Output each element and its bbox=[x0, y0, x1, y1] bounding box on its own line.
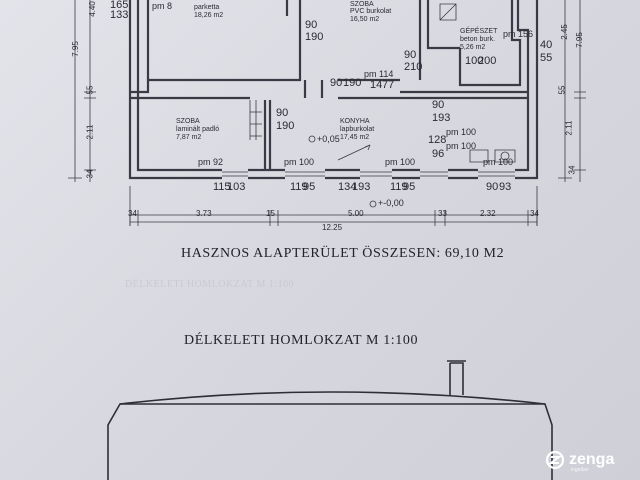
faint-ghost-text: DÉLKELETI HOMLOKZAT M 1:100 bbox=[125, 279, 295, 290]
room-finish-top-mid: PVC burkolat bbox=[350, 8, 392, 15]
dim-right-5: 34 bbox=[567, 165, 577, 175]
room-name-top-mid: SZOBA bbox=[350, 1, 374, 8]
elevation-roof bbox=[107, 403, 553, 480]
room-area-szoba-bottom: 7,87 m2 bbox=[176, 134, 202, 141]
dim-left-4: 2.11 bbox=[85, 124, 95, 140]
pm-label-2: pm 92 bbox=[198, 157, 224, 167]
pm-label-4: pm 100 bbox=[385, 157, 416, 167]
zenga-logo-text: zenga bbox=[569, 451, 615, 468]
partition-szoba-konyha bbox=[263, 100, 272, 170]
opening-o11-a: 115 bbox=[213, 181, 231, 193]
mid-wall-center bbox=[303, 78, 400, 100]
inner-wall-left-room bbox=[136, 0, 530, 172]
mid-wall-right bbox=[400, 0, 528, 100]
opening-o6-b: 190 bbox=[276, 120, 295, 132]
opening-o3-b: 210 bbox=[404, 61, 423, 73]
mid-wall-top-room bbox=[148, 0, 302, 82]
opening-o9-a: 90 bbox=[432, 99, 445, 111]
opening-o15-b: 93 bbox=[499, 181, 512, 193]
level-label-2: +-0,00 bbox=[378, 198, 404, 208]
summary-area-title: HASZNOS ALAPTERÜLET ÖSSZESEN: 69,10 M2 bbox=[181, 246, 505, 261]
opening-o10-a: 128 bbox=[428, 134, 447, 146]
pm-label-9: pm 100 bbox=[446, 127, 477, 137]
zenga-watermark: zenga ingatlan bbox=[545, 450, 615, 473]
dim-bottom-7: 34 bbox=[530, 209, 539, 218]
room-area-top-left: 18,26 m2 bbox=[194, 12, 224, 19]
opening-o1-a: 165 bbox=[110, 0, 129, 11]
room-name-szoba-bottom: SZOBA bbox=[176, 118, 200, 125]
opening-o2-a: 90 bbox=[305, 19, 318, 31]
level-label-1: +0,05 bbox=[317, 134, 340, 144]
dim-right-1: 2.45 bbox=[559, 24, 569, 40]
pm-label-8: pm 8 bbox=[152, 1, 173, 11]
elevation-title: DÉLKELETI HOMLOKZAT M 1:100 bbox=[184, 333, 419, 348]
opening-o7-b: 190 bbox=[343, 77, 362, 89]
opening-o12-a: 119 bbox=[290, 181, 308, 193]
dim-left-5: 34 bbox=[85, 169, 95, 179]
dim-bottom-6: 2.32 bbox=[480, 209, 496, 218]
wall-gepeszet bbox=[458, 0, 530, 98]
elevation-chimney bbox=[449, 362, 464, 395]
room-area-konyha: 17,45 m2 bbox=[340, 134, 370, 141]
opening-o13-a: 134 bbox=[338, 181, 357, 193]
room-finish-gepeszet: beton burk. bbox=[460, 36, 496, 43]
dim-bottom-3: 15 bbox=[266, 209, 275, 218]
zenga-logo-icon bbox=[545, 450, 565, 470]
room-area-gepeszet: 5,26 m2 bbox=[460, 44, 486, 51]
outer-wall-bottom-right bbox=[448, 0, 539, 180]
zenga-logo-sub: ingatlan bbox=[571, 467, 589, 473]
dim-bottom-2: 3.73 bbox=[196, 209, 212, 218]
opening-o6-a: 90 bbox=[276, 107, 289, 119]
opening-o5-b: 55 bbox=[540, 52, 553, 64]
outer-wall-left bbox=[128, 0, 222, 180]
opening-o1-b: 133 bbox=[110, 9, 129, 21]
room-name-konyha: KONYHA bbox=[340, 118, 370, 125]
dim-bottom-1: 34 bbox=[128, 209, 137, 218]
opening-o7-a: 90 bbox=[330, 77, 343, 89]
dim-bottom-total: 12.25 bbox=[322, 223, 343, 232]
opening-o9-b: 193 bbox=[432, 112, 451, 124]
room-name-gepeszet: GÉPÉSZET bbox=[460, 28, 498, 35]
opening-o15-a: 90 bbox=[486, 181, 499, 193]
opening-o10-b: 96 bbox=[432, 148, 445, 160]
pm-label-6: pm 100 bbox=[446, 141, 477, 151]
room-area-top-mid: 16,50 m2 bbox=[350, 16, 380, 23]
opening-o4-a: 100 bbox=[465, 55, 484, 67]
room-finish-szoba-bottom: laminált padló bbox=[176, 126, 220, 133]
opening-o11-b: 103 bbox=[227, 181, 246, 193]
opening-o2-b: 190 bbox=[305, 31, 324, 43]
room-finish-top-left: parketta bbox=[194, 4, 220, 11]
opening-o3-a: 90 bbox=[404, 49, 417, 61]
dim-left-3: 55 bbox=[85, 85, 95, 95]
opening-o5-a: 40 bbox=[540, 39, 553, 51]
dim-right-2: 7.95 bbox=[574, 32, 584, 48]
dim-right-3: 55 bbox=[557, 85, 567, 95]
opening-o4-b: 200 bbox=[478, 55, 497, 67]
opening-o14-a: 119 bbox=[390, 181, 408, 193]
dim-bottom-4: 5.00 bbox=[348, 209, 364, 218]
pm-label-3: pm 100 bbox=[284, 157, 315, 167]
pm-label-5: pm 100 bbox=[483, 157, 514, 167]
mid-wall-left bbox=[130, 0, 250, 100]
opening-o14-b: 95 bbox=[403, 181, 416, 193]
opening-o12-b: 95 bbox=[303, 181, 316, 193]
room-finish-konyha: lapburkolat bbox=[340, 126, 375, 133]
pm-label-7: pm 156 bbox=[503, 29, 534, 39]
dim-left-2: 7.95 bbox=[70, 41, 80, 57]
dim-left-1: 4.40 bbox=[87, 1, 97, 17]
dim-right-4: 2.11 bbox=[564, 120, 574, 136]
opening-o13-b: 193 bbox=[352, 181, 371, 193]
elevation-roof-curve bbox=[119, 391, 546, 405]
opening-o8-b: 77 bbox=[382, 79, 395, 91]
opening-o8-a: 14 bbox=[370, 79, 383, 91]
pm-label-1: pm 114 bbox=[364, 69, 394, 79]
dim-bottom-5: 33 bbox=[438, 209, 447, 218]
